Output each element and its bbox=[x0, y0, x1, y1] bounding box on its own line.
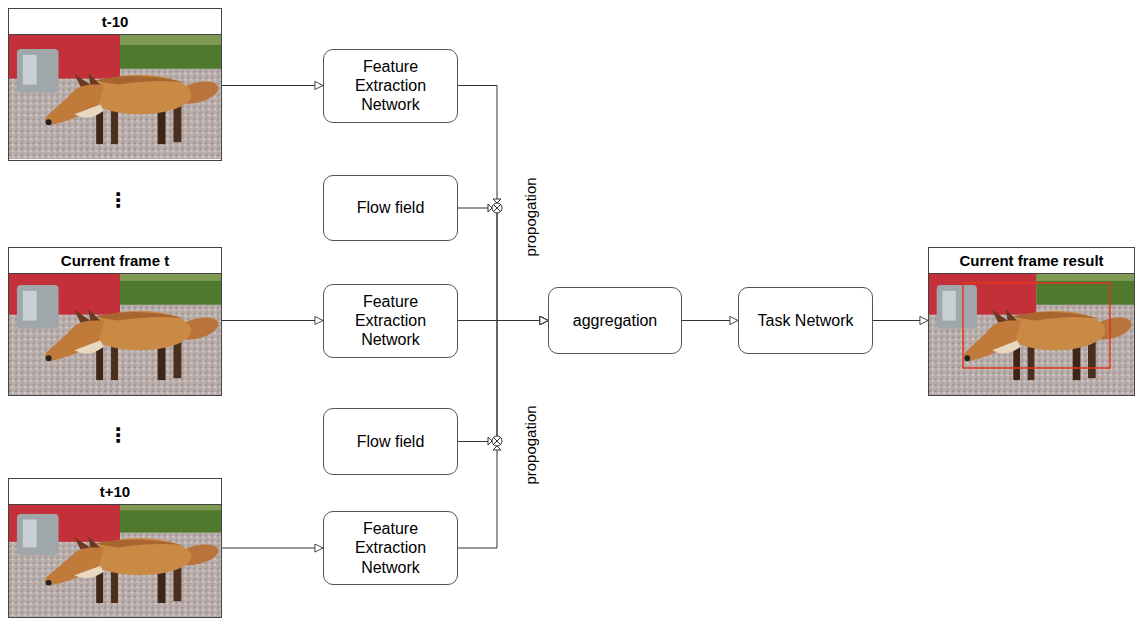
frame-panel: t+10 bbox=[8, 478, 222, 618]
multiply-symbol bbox=[488, 199, 502, 213]
process-box: aggregation bbox=[548, 287, 682, 354]
frame-title: Current frame t bbox=[61, 252, 169, 269]
box-label: Feature Extraction Network bbox=[332, 292, 449, 350]
ellipsis-mark: ⋮ bbox=[108, 423, 128, 447]
connector-arrow bbox=[222, 548, 323, 549]
box-label: Flow field bbox=[357, 432, 425, 451]
process-box: Flow field bbox=[323, 408, 458, 475]
box-label: Feature Extraction Network bbox=[332, 519, 449, 577]
connector-arrow bbox=[458, 321, 548, 549]
box-text-group: Feature Extraction Network bbox=[332, 57, 449, 115]
frame-title-bar: t-10 bbox=[9, 9, 221, 35]
fox-photo bbox=[929, 271, 1134, 395]
box-text-group: Feature Extraction Network bbox=[332, 519, 449, 577]
process-box: Feature Extraction Network bbox=[323, 49, 458, 123]
fox-photo bbox=[9, 271, 221, 395]
process-box: Feature Extraction Network bbox=[323, 284, 458, 358]
frame-title-bar: t+10 bbox=[9, 479, 221, 505]
box-text-group: Feature Extraction Network bbox=[332, 292, 449, 350]
frame-panel: Current frame result bbox=[928, 247, 1135, 396]
frame-title: t+10 bbox=[100, 483, 130, 500]
connector-arrow bbox=[873, 320, 928, 321]
box-label: Flow field bbox=[357, 198, 425, 217]
connector-arrow bbox=[222, 85, 323, 86]
process-box: Feature Extraction Network bbox=[323, 511, 458, 585]
frame-title-bar: Current frame result bbox=[929, 248, 1134, 274]
frame-panel: t-10 bbox=[8, 8, 222, 161]
connector-arrow bbox=[682, 320, 738, 321]
ellipsis-mark: ⋮ bbox=[108, 188, 128, 212]
edge-label: propogation bbox=[522, 405, 539, 484]
box-text-group: Flow field bbox=[357, 198, 425, 217]
box-label: Feature Extraction Network bbox=[332, 57, 449, 115]
frame-panel: Current frame t bbox=[8, 247, 222, 396]
multiply-symbol bbox=[488, 436, 502, 450]
detection-box bbox=[963, 283, 1110, 368]
box-label: aggregation bbox=[573, 311, 658, 330]
fox-photo bbox=[9, 35, 221, 159]
fox-photo bbox=[9, 501, 221, 617]
connector-arrow bbox=[222, 320, 323, 321]
frame-title-bar: Current frame t bbox=[9, 248, 221, 274]
frame-title: t-10 bbox=[102, 13, 129, 30]
process-box: Flow field bbox=[323, 175, 458, 241]
process-box: Task Network bbox=[738, 287, 873, 354]
box-text-group: Flow field bbox=[357, 432, 425, 451]
frame-title: Current frame result bbox=[959, 252, 1103, 269]
box-label: Task Network bbox=[757, 311, 853, 330]
box-text-group: Task Network bbox=[757, 311, 853, 330]
connector-arrow bbox=[458, 86, 548, 321]
edge-label: propogation bbox=[522, 177, 539, 256]
box-text-group: aggregation bbox=[573, 311, 658, 330]
